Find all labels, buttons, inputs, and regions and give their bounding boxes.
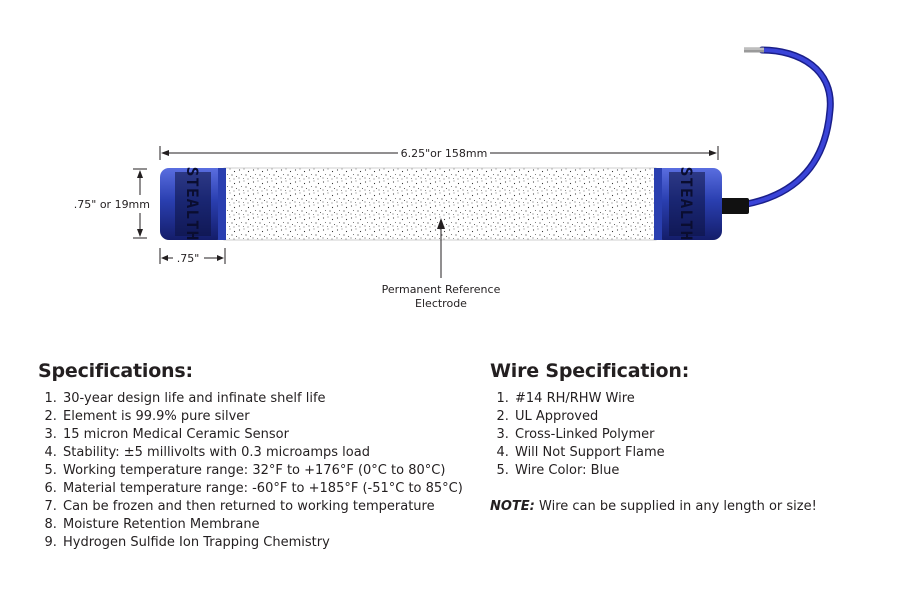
wire-specification-list: #14 RH/RHW Wire UL Approved Cross-Linked… (490, 390, 890, 480)
left-cap: STEALTH (160, 167, 226, 241)
list-item: #14 RH/RHW Wire (513, 390, 890, 408)
callout-label-line1: Permanent Reference (382, 283, 501, 296)
right-cap: STEALTH (654, 167, 722, 241)
lead-wire (719, 46, 834, 214)
list-item: Moisture Retention Membrane (61, 516, 468, 534)
length-label: 6.25"or 158mm (401, 147, 488, 160)
electrode-diagram: 6.25"or 158mm .75" or 19mm .75" (74, 46, 834, 310)
list-item: Stability: ±5 millivolts with 0.3 microa… (61, 444, 468, 462)
wire-note: NOTE: Wire can be supplied in any length… (490, 498, 890, 516)
list-item: 15 micron Medical Ceramic Sensor (61, 426, 468, 444)
callout-label-line2: Electrode (415, 297, 467, 310)
note-text: Wire can be supplied in any length or si… (534, 499, 817, 514)
wire-boot (719, 198, 749, 214)
electrode-callout: Permanent Reference Electrode (382, 218, 501, 310)
list-item: UL Approved (513, 408, 890, 426)
list-item: Cross-Linked Polymer (513, 426, 890, 444)
list-item: Hydrogen Sulfide Ion Trapping Chemistry (61, 534, 468, 552)
list-item: Working temperature range: 32°F to +176°… (61, 462, 468, 480)
specifications-title: Specifications: (38, 360, 193, 382)
cap-dimension: .75" (159, 248, 226, 265)
ceramic-sensor (223, 167, 657, 241)
diameter-label: .75" or 19mm (74, 198, 150, 211)
list-item: Material temperature range: -60°F to +18… (61, 480, 468, 498)
right-cap-brand: STEALTH (677, 167, 696, 241)
specifications-list: 30-year design life and infinate shelf l… (38, 390, 468, 552)
cap-label: .75" (177, 252, 200, 265)
specifications-section: Specifications: 30-year design life and … (38, 360, 468, 552)
list-item: 30-year design life and infinate shelf l… (61, 390, 468, 408)
list-item: Wire Color: Blue (513, 462, 890, 480)
left-cap-brand: STEALTH (183, 167, 202, 241)
electrode-body: STEALTH STEALTH (160, 167, 722, 241)
length-dimension: 6.25"or 158mm (159, 146, 719, 160)
list-item: Element is 99.9% pure silver (61, 408, 468, 426)
diameter-dimension: .75" or 19mm (74, 168, 150, 239)
note-label: NOTE: (490, 499, 535, 514)
list-item: Will Not Support Flame (513, 444, 890, 462)
wire-specification-title: Wire Specification: (490, 360, 690, 382)
wire-specification-section: Wire Specification: #14 RH/RHW Wire UL A… (490, 360, 890, 529)
list-item: Can be frozen and then returned to worki… (61, 498, 468, 516)
